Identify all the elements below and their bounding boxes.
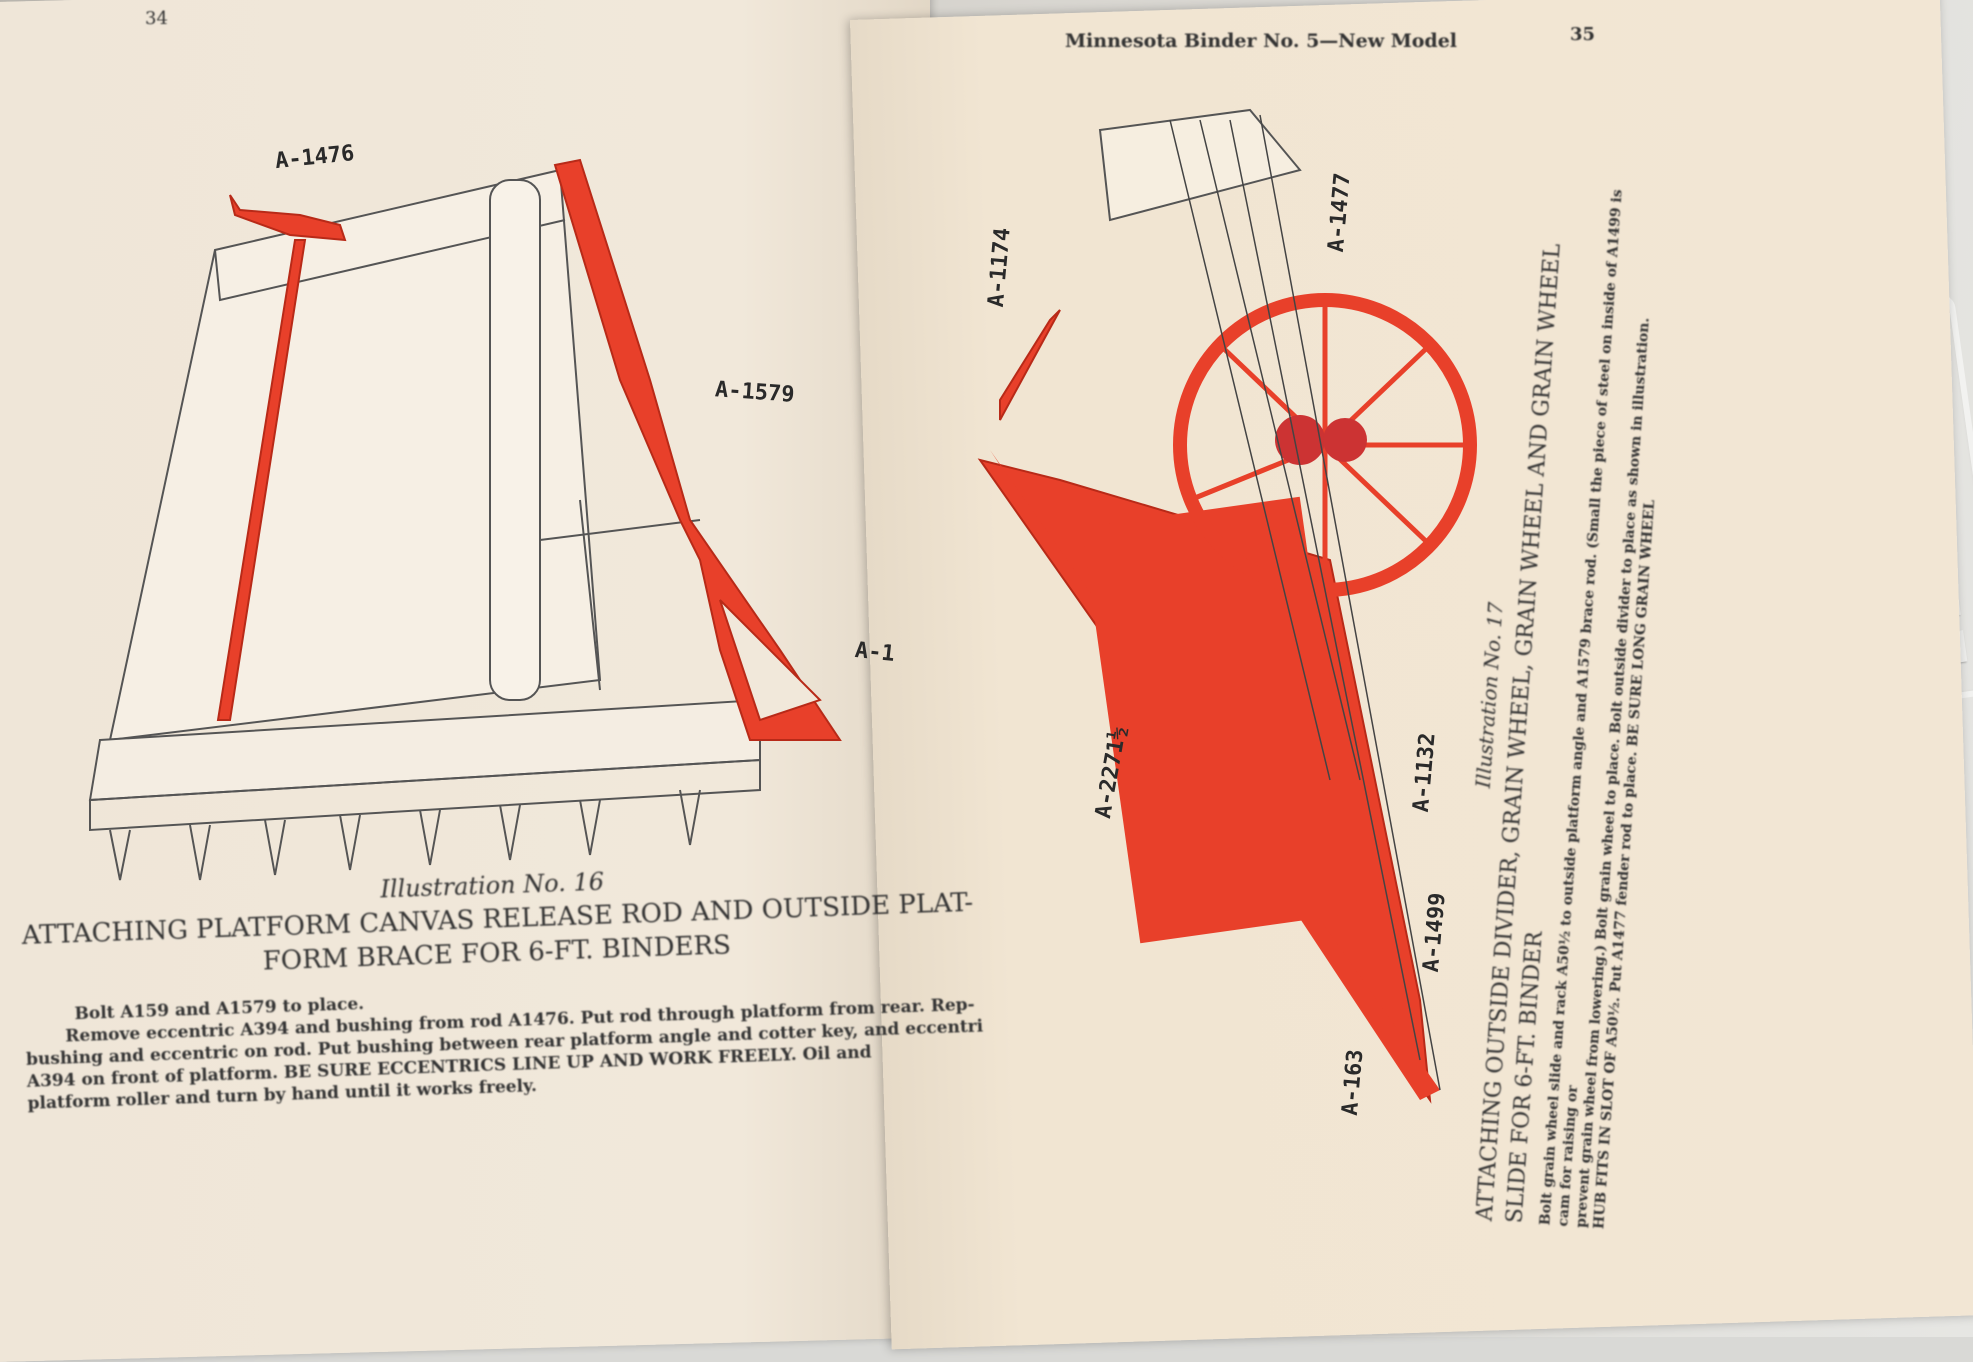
right-page-number: 35 xyxy=(1570,24,1596,45)
red-rod-and-brace xyxy=(216,158,842,741)
running-header: Minnesota Binder No. 5—New Model xyxy=(1065,30,1458,52)
part-label: A-1 xyxy=(853,637,896,668)
divider-drawing xyxy=(977,108,1477,1104)
platform-drawing xyxy=(88,168,761,881)
left-page-number: 34 xyxy=(145,8,168,29)
left-page-text-block: Illustration No. 16 ATTACHING PLATFORM C… xyxy=(20,853,983,1115)
